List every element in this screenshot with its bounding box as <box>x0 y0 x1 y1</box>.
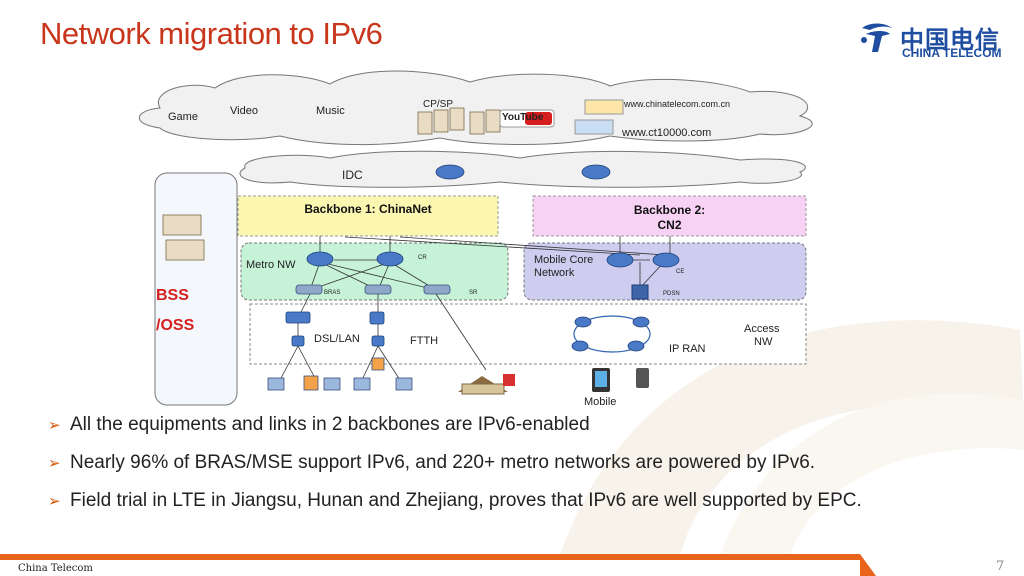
ftth-label: FTTH <box>410 335 439 347</box>
backbone-2-box <box>532 195 807 237</box>
mobile-label: Mobile <box>584 396 617 408</box>
dsl-lan-label: DSL/LAN <box>314 333 360 345</box>
backbone-2-label-line1: Backbone 2: <box>633 203 706 217</box>
website-label-chinatelecom: www.chinatelecom.com.cn <box>624 99 731 109</box>
website-thumbnail-icon <box>584 99 624 115</box>
china-telecom-logo-icon <box>861 23 892 52</box>
cloud-label-cpsp: CP/SP <box>423 99 454 110</box>
access-nw-label-line1: Access <box>744 323 780 335</box>
cr-label: CR <box>418 255 427 261</box>
bss-label: BSS <box>156 287 189 304</box>
bras-sr-icons <box>295 284 451 295</box>
footer-company-name: China Telecom <box>18 563 93 574</box>
bullet-item: ➢ Field trial in LTE in Jiangsu, Hunan an… <box>48 490 862 512</box>
internet-cloud <box>138 70 813 146</box>
bullet-text: All the equipments and links in 2 backbo… <box>70 414 590 435</box>
youtube-label: YouTube <box>502 112 544 123</box>
bullet-arrow-icon: ➢ <box>48 455 61 472</box>
mobile-phone-icon <box>636 368 649 388</box>
footer-text-band <box>0 560 860 576</box>
access-nw-label-line2: NW <box>754 336 773 348</box>
bullet-arrow-icon: ➢ <box>48 493 61 510</box>
mobile-core-label-line2: Network <box>534 267 575 279</box>
backbone-1-label: Backbone 1: ChinaNet <box>304 202 432 216</box>
website-label-ct10000: www.ct10000.com <box>622 127 712 139</box>
network-links <box>279 236 671 381</box>
bullet-text: Field trial in LTE in Jiangsu, Hunan and… <box>70 490 862 511</box>
bullet-item: ➢ Nearly 96% of BRAS/MSE support IPv6, an… <box>48 452 815 474</box>
metro-nw-label: Metro NW <box>246 259 296 271</box>
mobile-core-box <box>523 242 807 301</box>
ip-ran-ring <box>573 315 651 353</box>
bullet-text: Nearly 96% of BRAS/MSE support IPv6, and… <box>70 452 816 473</box>
pdsn-label: PDSN <box>663 291 680 297</box>
access-network-box <box>249 303 807 365</box>
page-number: 7 <box>996 559 1005 574</box>
server-icons <box>162 107 501 261</box>
idc-cloud <box>239 150 806 188</box>
ip-ran-label: IP RAN <box>669 343 706 355</box>
bullet-item: ➢ All the equipments and links in 2 backb… <box>48 414 590 436</box>
mobile-core-label-line1: Mobile Core <box>534 254 594 266</box>
ce-label: CE <box>676 269 685 275</box>
idc-label: IDC <box>342 168 363 182</box>
oss-label: /OSS <box>156 317 195 334</box>
access-switch-icons <box>285 311 385 347</box>
cloud-label-game: Game <box>168 111 198 123</box>
pdsn-icon <box>631 284 649 300</box>
slide-title: Network migration to IPv6 <box>40 16 383 51</box>
cloud-label-music: Music <box>316 105 345 117</box>
backbone-2-label-line2: CN2 <box>657 218 682 232</box>
network-diagram <box>138 70 813 406</box>
website-thumbnail-icon <box>574 119 614 135</box>
bullet-arrow-icon: ➢ <box>48 417 61 434</box>
backbone-1-box <box>237 195 499 237</box>
router-icons <box>306 164 680 352</box>
cloud-label-video: Video <box>230 105 258 117</box>
sr-label: SR <box>469 290 478 296</box>
logo-chinese-text: 中国电信 <box>900 26 1000 54</box>
logo-english-text: CHINA TELECOM <box>902 46 1002 60</box>
end-user-device-icons <box>267 357 413 391</box>
bras-label: BRAS <box>324 290 341 296</box>
